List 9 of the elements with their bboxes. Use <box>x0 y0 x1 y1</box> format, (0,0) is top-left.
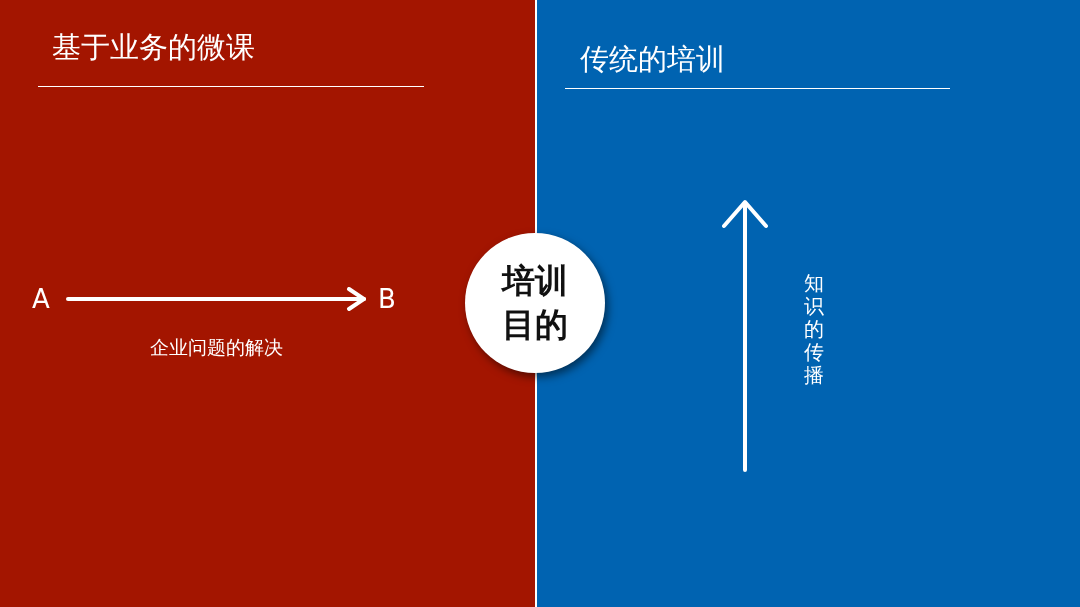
edge-label: 企业问题的解决 <box>148 335 284 360</box>
panel <box>0 0 535 607</box>
badge-text: 培训目的 <box>500 260 569 346</box>
panel-heading: 传统的培训 <box>580 41 725 78</box>
panel-heading: 基于业务的微课 <box>52 29 255 66</box>
vertical-label: 知识的传播 <box>803 272 825 387</box>
point-label: A <box>30 282 52 316</box>
arrow <box>66 287 366 311</box>
point-label: B <box>376 282 398 316</box>
